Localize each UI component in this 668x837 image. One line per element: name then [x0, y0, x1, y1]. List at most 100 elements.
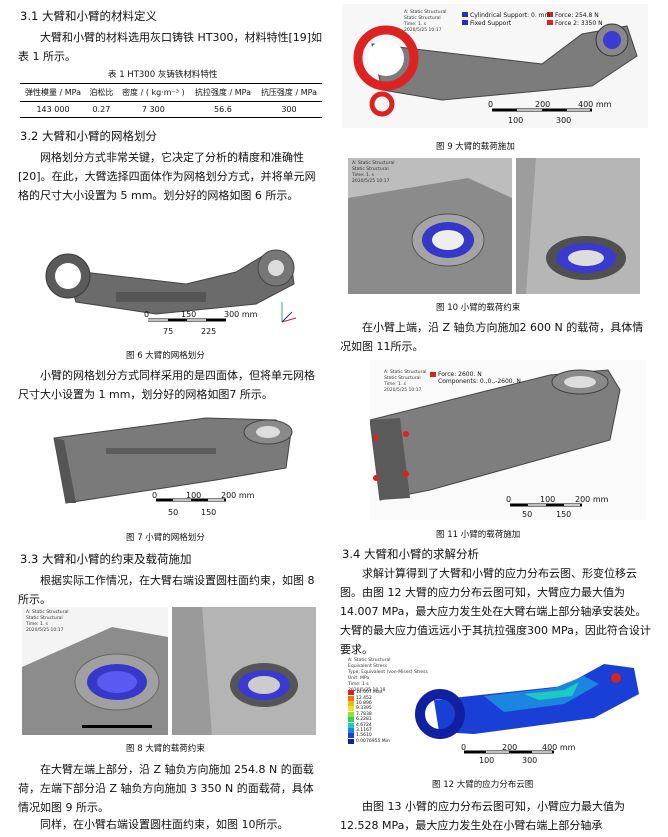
legend-label: Force: 2600. N: [438, 371, 482, 378]
section-3-2-text: 网格划分方式非常关键，它决定了分析的精度和准确性[20]。在此，大臂选择四面体作…: [18, 151, 316, 202]
table-header-cell: 泊松比: [86, 83, 117, 102]
legend-row: 6.2281: [348, 717, 390, 723]
figure-9-caption: 图 9 大臂的载荷施加: [436, 142, 515, 152]
legend-value: 0.0076955 Min: [356, 738, 390, 744]
legend-swatch: [348, 706, 354, 712]
legend-row: 4.6724: [348, 722, 390, 728]
scale-tick: 100: [508, 116, 524, 125]
figure-10-caption: 图 10 小臂的载荷约束: [436, 303, 521, 313]
section-3-2-heading: 3.2 大臂和小臂的网格划分: [20, 129, 157, 143]
legend-swatch: [348, 711, 354, 717]
legend-label: Force 2: 3350 N: [555, 20, 603, 27]
scale-tick: 0: [144, 310, 150, 319]
legend-value: 10.896: [356, 700, 372, 706]
legend-row: 0.0076955 Min: [348, 738, 390, 744]
section-3-4-text: 求解计算得到了大臂和小臂的应力分布云图、形变位移云图。由图 12 大臂的应力分布…: [340, 567, 651, 656]
figure-9-image: A: Static Structural Static Structural T…: [342, 4, 648, 128]
scale-tick: 300 mm: [224, 310, 258, 319]
legend-value: 3.1167: [356, 727, 372, 733]
scale-tick: 400 mm: [542, 743, 576, 752]
legend-row: 3.1167: [348, 727, 390, 733]
figure-7-caption: 图 7 小臂的网格划分: [126, 533, 205, 543]
table-header-cell: 抗压强度 / MPa: [255, 83, 322, 102]
scale-tick: 300: [556, 116, 572, 125]
legend-row: 10.896: [348, 700, 390, 706]
table-cell: 7 300: [116, 101, 190, 118]
legend-label: Fixed Support: [470, 20, 512, 27]
scale-tick: 150: [181, 310, 197, 319]
small-arm-load-text: 在小臂上端，沿 Z 轴负方向施加2 600 N 的载荷，具体情况如图 11所示。: [340, 321, 644, 353]
legend-swatch: [348, 700, 354, 706]
scale-tick: 0: [488, 100, 494, 109]
legend-label: Cylindrical Support: 0. mm: [470, 12, 551, 19]
legend-value: 6.2281: [356, 717, 372, 723]
table-1-caption: 表 1 HT300 灰铸铁材料特性: [108, 70, 218, 80]
figure-8-right-panel: [172, 607, 316, 735]
figure-10-right-panel: [516, 158, 640, 294]
legend-value: 14.007 Max: [356, 690, 383, 696]
legend-swatch: [348, 733, 354, 739]
figure-11-caption: 图 11 小臂的载荷施加: [436, 530, 521, 540]
scale-tick: 50: [522, 510, 533, 519]
legend-swatch: [348, 727, 354, 733]
figure-8-left-panel: A: Static Structural Static Structural T…: [22, 607, 168, 735]
scale-tick: 200: [502, 743, 518, 752]
legend-label: Force: 254.8 N: [555, 12, 599, 19]
legend-value: 1.5610: [356, 733, 372, 739]
figure-12-image: A: Static Structural Equivalent Stress T…: [344, 656, 648, 766]
table-cell: 0.27: [86, 101, 117, 118]
panel-header: A: Static Structural Static Structural T…: [404, 10, 447, 33]
legend-label: Components: 0.,0.,-2600. N: [438, 378, 521, 385]
legend-swatch: [348, 717, 354, 723]
table-cell: 300: [255, 101, 322, 118]
load-text: 在大臂左端上部分，沿 Z 轴负方向施加 254.8 N 的面载荷，左端下部分沿 …: [18, 763, 314, 814]
figure-10-left-panel: A: Static Structural Static Structural T…: [348, 158, 512, 294]
legend-row: 9.3395: [348, 706, 390, 712]
scale-tick: 150: [201, 508, 217, 517]
contour-header: A: Static Structural Equivalent Stress T…: [348, 658, 428, 693]
scale-tick: 50: [168, 508, 179, 517]
table-header-cell: 密度 / ( kg·m⁻³ ): [116, 83, 190, 102]
left-last-text: 同样，在小臂右端设置圆柱面约束，如图 10所示。: [40, 818, 289, 831]
section-3-4-heading: 3.4 大臂和小臂的求解分析: [342, 547, 479, 561]
figure-7-image: 0 100 200 mm 50 150: [46, 408, 308, 524]
scale-tick: 100: [479, 756, 495, 765]
panel-header: A: Static Structural Static Structural T…: [26, 610, 69, 633]
section-3-1-heading: 3.1 大臂和小臂的材料定义: [20, 9, 157, 23]
scale-tick: 0: [506, 495, 512, 504]
material-table: 弹性模量 / MPa 泊松比 密度 / ( kg·m⁻³ ) 抗拉强度 / MP…: [20, 83, 322, 118]
legend-row: 14.007 Max: [348, 690, 390, 696]
legend-value: 4.6724: [356, 722, 372, 728]
scale-tick: 75: [163, 327, 174, 336]
scale-tick: 200 mm: [575, 495, 609, 504]
scale-tick: 300: [522, 756, 538, 765]
section-3-1-text: 大臂和小臂的材料选用灰口铸铁 HT300，材料特性[19]如表 1 所示。: [18, 31, 323, 63]
scale-tick: 100: [540, 495, 556, 504]
table-cell: 143 000: [20, 101, 86, 118]
legend-value: 7.7838: [356, 711, 372, 717]
section-3-3-text: 根据实际工作情况，在大臂右端设置圆柱面约束，如图 8 所示。: [18, 574, 315, 606]
scale-tick: 150: [556, 510, 572, 519]
figure-6-image: 0 150 300 mm 75 225: [36, 232, 306, 344]
figure-11-image: A: Static Structural Static Structural T…: [370, 360, 646, 520]
right-last-text: 由图 13 小臂的应力分布云图可知，小臂应力最大值为 12.528 MPa，最大…: [340, 800, 625, 832]
table-header-cell: 抗拉强度 / MPa: [189, 83, 256, 102]
legend-row: 1.5610: [348, 733, 390, 739]
scale-tick: 100: [186, 491, 202, 500]
panel-header: A: Static Structural Static Structural T…: [384, 370, 427, 393]
legend-value: 12.452: [356, 695, 372, 701]
figure-8-caption: 图 8 大臂的载荷约束: [126, 744, 205, 754]
legend-swatch: [348, 690, 354, 696]
legend-swatch: [348, 695, 354, 701]
small-arm-mesh-text: 小臂的网格划分方式同样采用的是四面体，但将单元网格尺寸大小设置为 1 mm，划分…: [18, 369, 315, 401]
table-header-cell: 弹性模量 / MPa: [20, 83, 86, 102]
legend-value: 9.3395: [356, 706, 372, 712]
legend-swatch: [348, 738, 354, 744]
figure-6-caption: 图 6 大臂的网格划分: [126, 351, 205, 361]
panel-header: A: Static Structural Static Structural T…: [352, 161, 395, 184]
scale-tick: 225: [201, 327, 217, 336]
table-cell: 56.6: [189, 101, 256, 118]
scale-tick: 400 mm: [578, 100, 612, 109]
legend-row: 12.452: [348, 695, 390, 701]
